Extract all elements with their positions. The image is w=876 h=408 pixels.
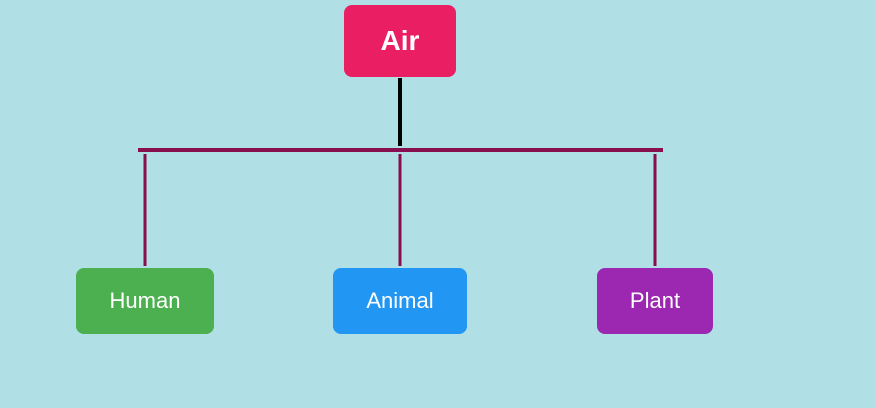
child-node-plant: Plant xyxy=(597,268,713,334)
child-node-animal: Animal xyxy=(333,268,467,334)
child-node-label: Animal xyxy=(366,288,434,313)
root-node-air: Air xyxy=(344,5,456,77)
child-node-label: Human xyxy=(109,288,181,313)
child-node-human: Human xyxy=(76,268,214,334)
root-node-label: Air xyxy=(380,25,420,56)
child-node-label: Plant xyxy=(629,288,681,313)
